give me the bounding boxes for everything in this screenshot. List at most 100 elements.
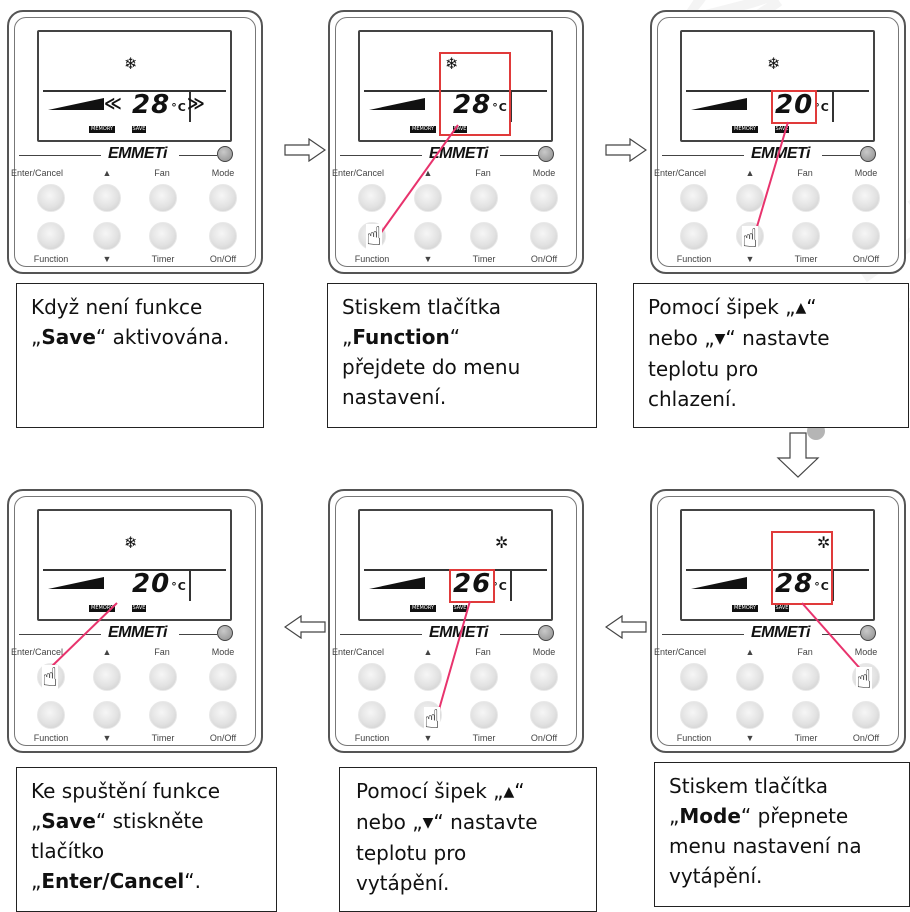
on-off-button[interactable] <box>209 701 237 729</box>
label-function: Function <box>354 254 390 264</box>
mode-button[interactable] <box>209 184 237 212</box>
down-button[interactable] <box>93 222 121 250</box>
label-mode: Mode <box>532 168 556 178</box>
up-button[interactable] <box>93 184 121 212</box>
timer-button[interactable] <box>470 701 498 729</box>
mode-button[interactable] <box>530 663 558 691</box>
hand-pointer-icon: ☝ <box>424 705 440 735</box>
caption-step6: Ke spuštění funkce „Save“ stiskněte tlač… <box>16 767 277 912</box>
function-button[interactable] <box>37 222 65 250</box>
enter-cancel-button[interactable] <box>680 663 708 691</box>
fan-speed-bar <box>369 98 425 110</box>
caption-step1: Když není funkce „Save“ aktivována. <box>16 283 264 428</box>
label-enter-cancel: Enter/Cancel <box>10 647 64 657</box>
fan-button[interactable] <box>470 184 498 212</box>
down-button[interactable] <box>93 701 121 729</box>
brand-logo: EMMETi <box>429 624 488 641</box>
label-fan: Fan <box>154 168 170 178</box>
enter-cancel-button[interactable] <box>680 184 708 212</box>
label-fan: Fan <box>475 168 491 178</box>
snowflake-icon: ❄ <box>445 54 459 73</box>
hand-pointer-icon: ☝ <box>366 222 382 252</box>
label-up: ▲ <box>423 647 433 657</box>
label-on-off: On/Off <box>530 733 558 743</box>
down-arrow-icon: ▼ <box>422 815 434 831</box>
function-button[interactable] <box>37 701 65 729</box>
label-up: ▲ <box>423 168 433 178</box>
timer-button[interactable] <box>470 222 498 250</box>
snowflake-icon: ❄ <box>124 54 138 73</box>
snowflake-icon: ❄ <box>124 533 138 552</box>
up-button[interactable] <box>736 663 764 691</box>
on-off-button[interactable] <box>852 222 880 250</box>
label-on-off: On/Off <box>852 254 880 264</box>
mode-button[interactable] <box>852 184 880 212</box>
on-off-button[interactable] <box>209 222 237 250</box>
label-fan: Fan <box>154 647 170 657</box>
mode-button[interactable] <box>530 184 558 212</box>
enter-cancel-button[interactable] <box>358 663 386 691</box>
save-indicator: SAVE <box>132 126 146 133</box>
temperature-readout: 20°C <box>132 569 187 599</box>
on-off-button[interactable] <box>852 701 880 729</box>
remote-panel-step2: ❄ 28°C MEMORY SAVE EMMETi Enter/Cancel ▲… <box>328 10 584 274</box>
label-mode: Mode <box>532 647 556 657</box>
lcd-display: ✲ 26°C MEMORY SAVE <box>358 509 553 621</box>
down-button[interactable] <box>736 701 764 729</box>
highlight-box <box>771 90 817 124</box>
down-button[interactable] <box>414 222 442 250</box>
lcd-display: ❄ 28°C MEMORY SAVE <box>358 30 553 142</box>
remote-panel-step4: ✲ 28°C MEMORY SAVE EMMETi Enter/Cancel ▲… <box>650 489 906 753</box>
save-indicator: SAVE <box>453 605 467 612</box>
up-button[interactable] <box>414 663 442 691</box>
fan-button[interactable] <box>149 184 177 212</box>
timer-button[interactable] <box>149 222 177 250</box>
lcd-display: ❄ 20°C MEMORY SAVE <box>680 30 875 142</box>
label-enter-cancel: Enter/Cancel <box>331 647 385 657</box>
up-button[interactable] <box>736 184 764 212</box>
on-off-button[interactable] <box>530 701 558 729</box>
temperature-readout: 28°C <box>132 90 187 120</box>
timer-button[interactable] <box>792 222 820 250</box>
fan-speed-bar <box>48 577 104 589</box>
timer-button[interactable] <box>149 701 177 729</box>
fan-button[interactable] <box>149 663 177 691</box>
fan-speed-bar <box>691 98 747 110</box>
up-button[interactable] <box>93 663 121 691</box>
brand-logo: EMMETi <box>108 145 167 162</box>
memory-indicator: MEMORY <box>89 605 115 612</box>
function-button[interactable] <box>680 701 708 729</box>
fan-speed-bar <box>369 577 425 589</box>
label-on-off: On/Off <box>530 254 558 264</box>
temperature-readout: 28°C <box>453 90 508 120</box>
fan-button[interactable] <box>470 663 498 691</box>
mode-button[interactable] <box>209 663 237 691</box>
up-arrow-icon: ▲ <box>795 300 807 316</box>
function-button[interactable] <box>358 701 386 729</box>
arrow-down-icon <box>776 432 820 478</box>
up-button[interactable] <box>414 184 442 212</box>
on-off-button[interactable] <box>530 222 558 250</box>
function-button[interactable] <box>680 222 708 250</box>
label-timer: Timer <box>794 254 818 264</box>
brand-logo: EMMETi <box>751 624 810 641</box>
label-down: ▼ <box>423 254 433 264</box>
label-fan: Fan <box>797 647 813 657</box>
temperature-readout: 26°C <box>453 569 508 599</box>
label-up: ▲ <box>102 647 112 657</box>
caption-step5: Pomocí šipek „▲“ nebo „▼“ nastavte teplo… <box>339 767 597 912</box>
label-function: Function <box>676 254 712 264</box>
memory-indicator: MEMORY <box>732 605 758 612</box>
status-led <box>538 146 554 162</box>
fan-button[interactable] <box>792 184 820 212</box>
enter-cancel-button[interactable] <box>358 184 386 212</box>
memory-indicator: MEMORY <box>410 605 436 612</box>
label-up: ▲ <box>745 168 755 178</box>
save-indicator: SAVE <box>775 605 789 612</box>
temperature-readout: 20°C <box>775 90 830 120</box>
swing-left-icon: ≪ <box>104 94 122 114</box>
fan-button[interactable] <box>792 663 820 691</box>
enter-cancel-button[interactable] <box>37 184 65 212</box>
timer-button[interactable] <box>792 701 820 729</box>
sun-icon: ✲ <box>817 533 831 552</box>
